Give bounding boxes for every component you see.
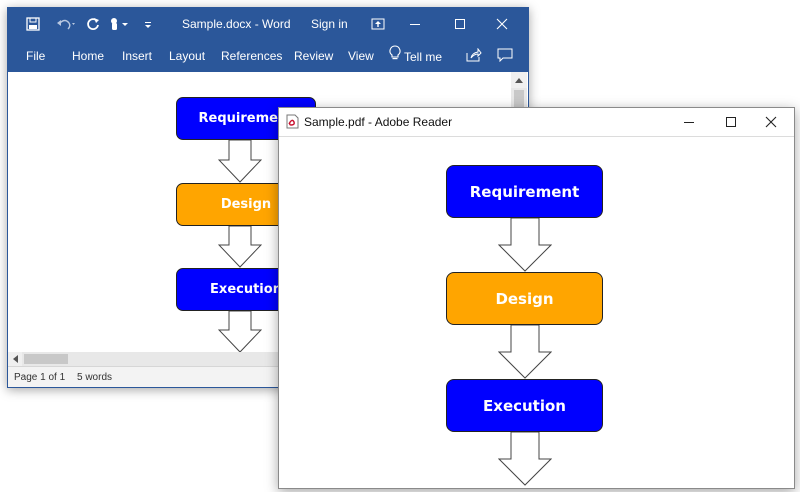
tab-insert[interactable]: Insert — [122, 49, 153, 63]
pdf-minimize-icon[interactable] — [677, 112, 701, 132]
pdf-document-area[interactable]: Requirement Design Execution — [279, 137, 794, 488]
tell-me-search[interactable]: Tell me — [389, 45, 442, 64]
share-icon[interactable] — [464, 46, 484, 64]
word-ribbon-tabs: File Home Insert Layout References Revie… — [8, 40, 528, 72]
pdf-window: Sample.pdf - Adobe Reader Requirement De… — [278, 107, 795, 489]
tab-review[interactable]: Review — [294, 49, 334, 63]
save-icon[interactable] — [26, 15, 40, 33]
pdf-maximize-icon[interactable] — [719, 112, 743, 132]
word-title-bar: Sample.docx - Word Sign in — [8, 8, 528, 40]
comments-icon[interactable] — [495, 46, 515, 64]
tab-references[interactable]: References — [221, 49, 283, 63]
pdf-window-title: Sample.pdf - Adobe Reader — [304, 115, 453, 129]
word-flow-arrow-1 — [218, 140, 262, 183]
pdf-flow-arrow-3 — [498, 432, 552, 486]
pdf-flow-arrow-1 — [498, 218, 552, 272]
page-count: Page 1 of 1 — [14, 372, 66, 383]
word-flow-arrow-2 — [218, 226, 262, 268]
minimize-icon[interactable] — [405, 15, 425, 33]
scroll-left-icon[interactable] — [8, 352, 22, 366]
tab-file[interactable]: File — [26, 49, 46, 63]
tell-me-label: Tell me — [404, 49, 443, 64]
pdf-title-bar: Sample.pdf - Adobe Reader — [279, 108, 794, 137]
pdf-flow-arrow-2 — [498, 325, 552, 379]
pdf-flow-box-design: Design — [446, 272, 603, 325]
tab-home[interactable]: Home — [72, 49, 105, 63]
ribbon-display-options-icon[interactable] — [368, 15, 388, 33]
tab-layout[interactable]: Layout — [169, 49, 206, 63]
pdf-file-icon — [286, 114, 299, 132]
horizontal-scroll-thumb[interactable] — [24, 354, 68, 364]
maximize-icon[interactable] — [450, 15, 470, 33]
sign-in-link[interactable]: Sign in — [311, 17, 348, 31]
pdf-close-icon[interactable] — [759, 112, 783, 132]
lightbulb-icon — [389, 45, 401, 64]
undo-icon[interactable] — [56, 15, 76, 33]
customize-toolbar-icon[interactable] — [143, 15, 153, 33]
word-window-title: Sample.docx - Word — [182, 17, 291, 31]
redo-icon[interactable] — [86, 15, 100, 33]
scroll-up-icon[interactable] — [511, 72, 527, 88]
close-icon[interactable] — [492, 15, 512, 33]
pdf-flow-box-execution: Execution — [446, 379, 603, 432]
word-flow-arrow-3 — [218, 311, 262, 353]
pdf-flow-box-requirement: Requirement — [446, 165, 603, 218]
word-count[interactable]: 5 words — [77, 372, 113, 383]
tab-view[interactable]: View — [348, 49, 374, 63]
touch-mode-icon[interactable] — [108, 15, 130, 33]
